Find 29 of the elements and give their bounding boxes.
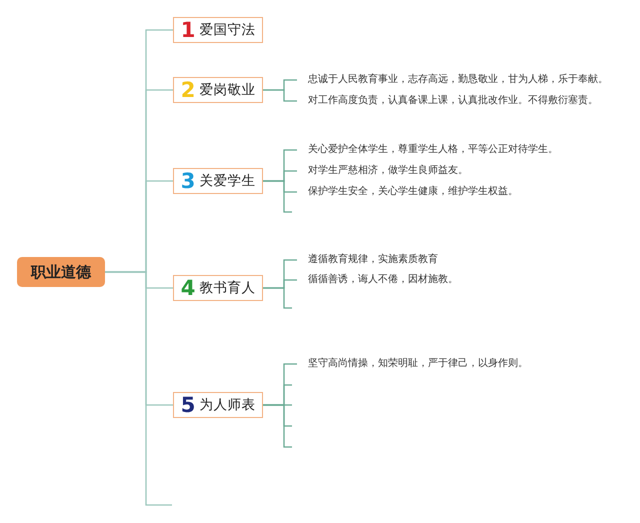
branch-line xyxy=(105,271,172,506)
topic-box xyxy=(173,77,263,103)
branch-line xyxy=(263,89,297,102)
topic-box xyxy=(173,17,263,43)
branch-text: 关心爱护全体学生，尊重学生人格，平等公正对待学生。 xyxy=(297,144,558,156)
topic-label: 关爱学生 xyxy=(199,172,256,190)
branch-text: 忠诚于人民教育事业，志存高远，勤恳敬业，甘为人梯，乐于奉献。 xyxy=(297,74,608,86)
topic-box xyxy=(173,168,263,194)
branch-text: 遵循教育规律，实施素质教育 xyxy=(297,254,438,266)
topic-label: 为人师表 xyxy=(199,396,256,414)
topic-number: 5 xyxy=(180,394,196,416)
branch-line xyxy=(263,404,292,448)
topic-label: 爱岗敬业 xyxy=(199,81,256,99)
branch-text: 对学生严慈相济，做学生良师益友。 xyxy=(297,165,468,177)
branch-text: 保护学生安全，关心学生健康，维护学生权益。 xyxy=(297,186,518,198)
topic-number: 2 xyxy=(180,79,196,101)
branch-text: 坚守高尚情操，知荣明耻，严于律己，以身作则。 xyxy=(297,358,528,370)
topic-number: 4 xyxy=(180,277,196,299)
topic-label: 教书育人 xyxy=(199,279,256,297)
branch-text: 循循善诱，诲人不倦，因材施教。 xyxy=(297,274,458,286)
branch-line xyxy=(263,180,292,213)
root-box: 职业道德 xyxy=(17,257,105,287)
topic-box xyxy=(173,392,263,418)
topic-number: 1 xyxy=(180,19,196,41)
branch-line xyxy=(263,287,292,309)
topic-number: 3 xyxy=(180,170,196,192)
topic-box xyxy=(173,275,263,301)
topic-label: 爱国守法 xyxy=(199,21,256,39)
branch-text: 对工作高度负责，认真备课上课，认真批改作业。不得敷衍塞责。 xyxy=(297,95,598,107)
